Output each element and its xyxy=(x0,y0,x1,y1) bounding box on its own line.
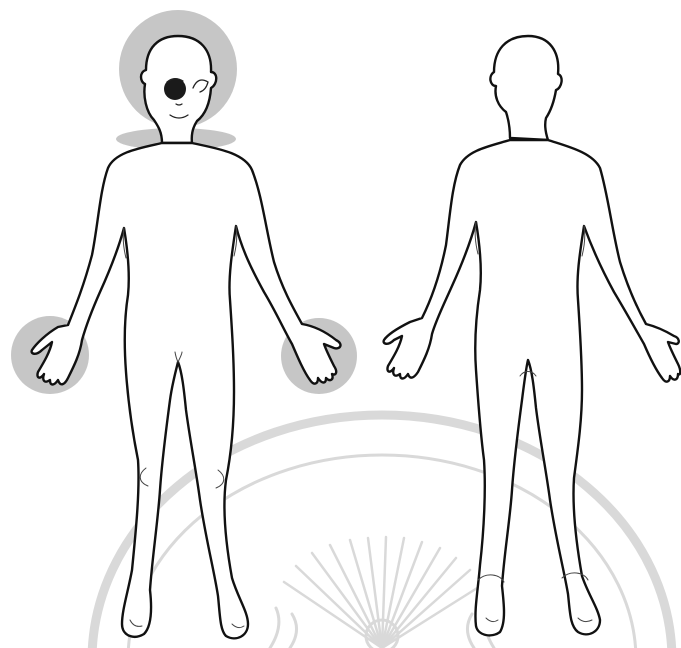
front-body xyxy=(32,143,341,638)
back-body xyxy=(384,140,681,635)
front-view xyxy=(11,10,357,638)
back-head xyxy=(490,36,561,140)
